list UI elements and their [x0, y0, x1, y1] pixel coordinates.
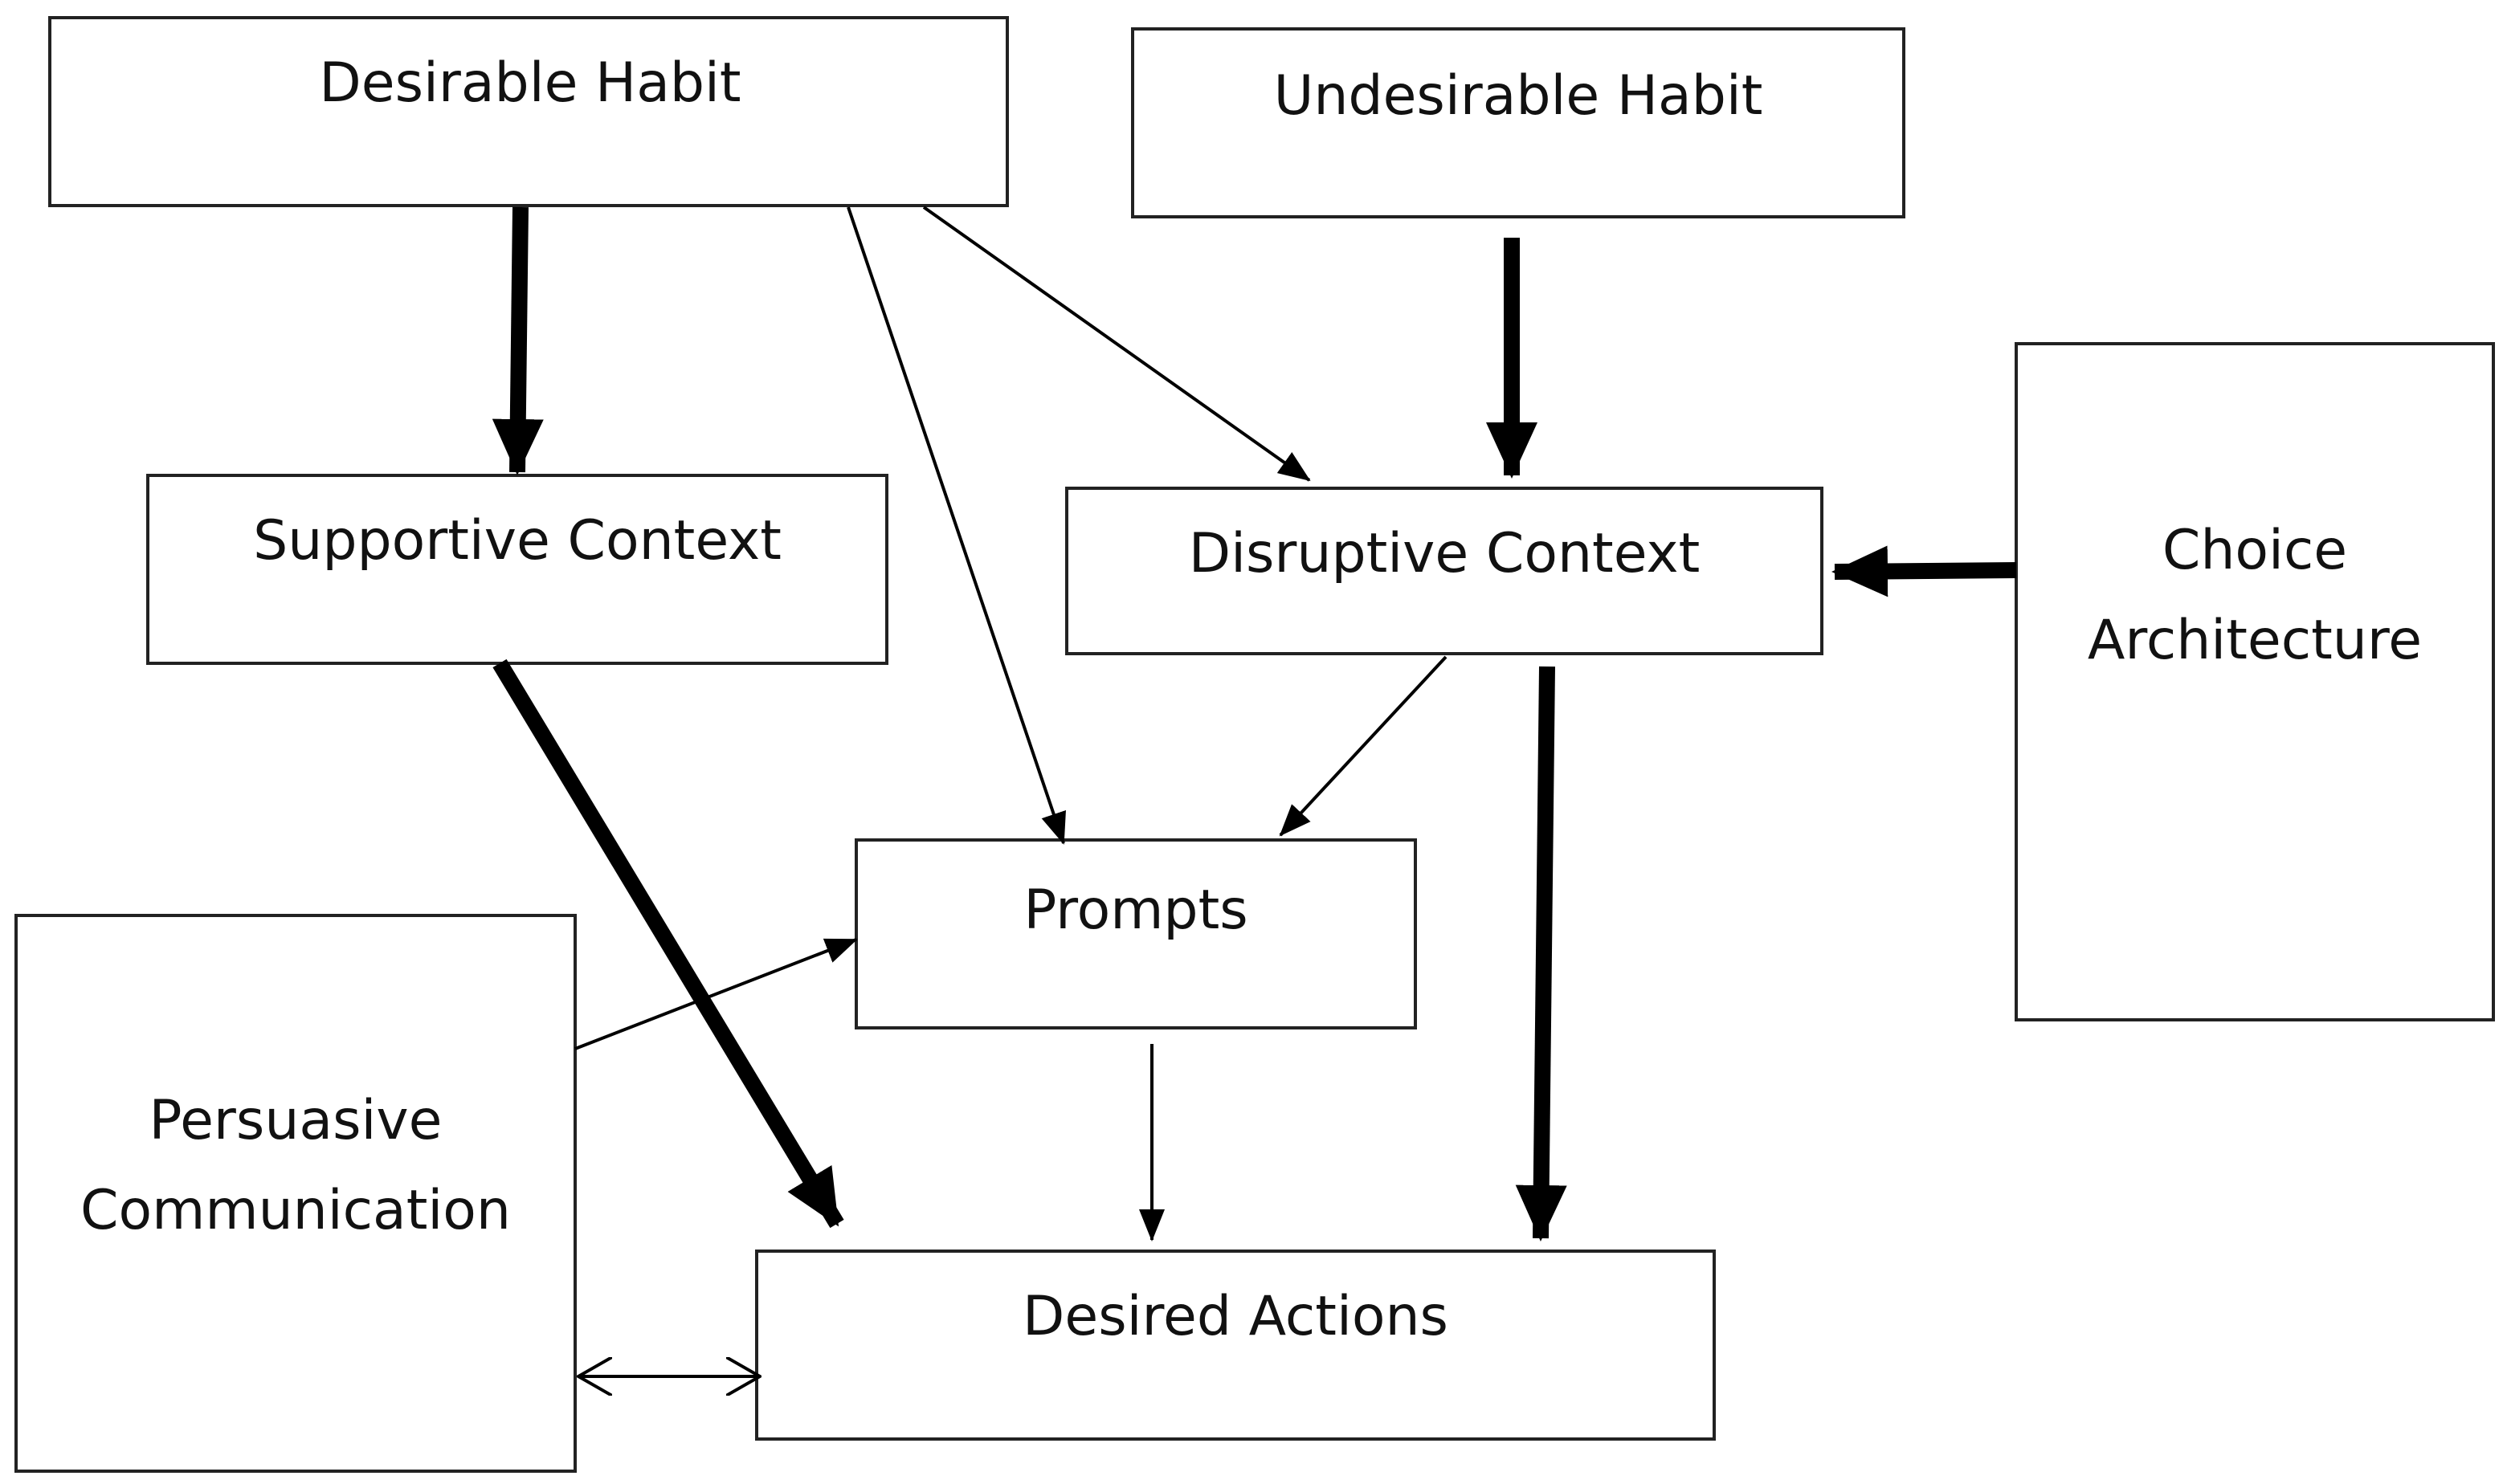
node-prompts: Prompts — [855, 838, 1417, 1029]
node-disruptive-context: Disruptive Context — [1065, 487, 1823, 655]
edge-disruptive-context-to-desired-actions — [1515, 666, 1567, 1241]
node-desired-actions: Desired Actions — [755, 1250, 1716, 1441]
desired-actions-label: Desired Actions — [1023, 1285, 1448, 1348]
persuasive-communication-label-line2: Communication — [80, 1179, 511, 1242]
edge-desirable-habit-to-prompts — [847, 206, 1066, 845]
undesirable-habit-label: Undesirable Habit — [1274, 64, 1763, 128]
edge-desirable-habit-to-disruptive-context — [922, 206, 1311, 482]
edge-desirable-habit-to-supportive-context — [492, 206, 544, 475]
edge-choice-architecture-to-disruptive-context — [1831, 545, 2017, 597]
supportive-context-label: Supportive Context — [253, 509, 782, 573]
edge-disruptive-context-to-prompts — [1279, 655, 1447, 837]
node-choice-architecture: Choice Architecture — [2015, 342, 2495, 1021]
desirable-habit-label: Desirable Habit — [319, 51, 741, 115]
choice-architecture-label-line1: Choice — [2162, 519, 2347, 582]
node-supportive-context: Supportive Context — [146, 474, 888, 665]
node-persuasive-communication: Persuasive Communication — [14, 914, 577, 1473]
persuasive-communication-label-line1: Persuasive — [149, 1089, 443, 1152]
choice-architecture-label-line2: Architecture — [2088, 609, 2422, 672]
prompts-label: Prompts — [1023, 879, 1247, 942]
edge-supportive-context-to-desired-actions — [492, 658, 844, 1229]
edge-persuasive-communication-to-prompts — [574, 938, 858, 1050]
node-undesirable-habit: Undesirable Habit — [1131, 27, 1905, 218]
node-desirable-habit: Desirable Habit — [48, 16, 1009, 207]
disruptive-context-label: Disruptive Context — [1189, 522, 1701, 585]
